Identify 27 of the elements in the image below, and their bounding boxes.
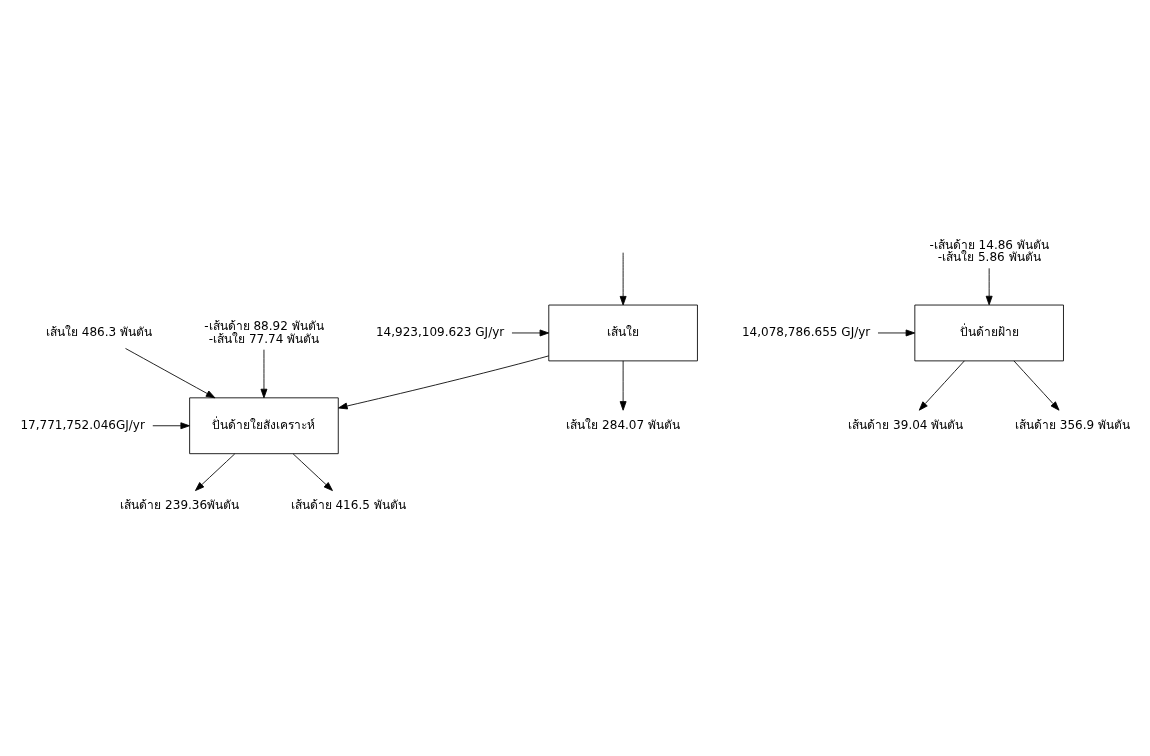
- arrow: [619, 251, 627, 305]
- arrow: [511, 329, 550, 336]
- arrow: [260, 348, 268, 398]
- node-text: เส้นด้าย 356.9 พันตัน: [1014, 417, 1131, 432]
- node-box: เส้นใย: [548, 304, 698, 361]
- node-text: เส้นด้าย 39.04 พันตัน: [848, 417, 964, 432]
- node-text: 14,923,109.623 GJ/yr: [375, 324, 505, 339]
- node-text: เส้นใย 284.07 พันตัน: [566, 417, 680, 432]
- arrow: [338, 354, 550, 409]
- node-text: 14,078,786.655 GJ/yr: [741, 324, 871, 339]
- arrow: [125, 347, 216, 398]
- node-box: ปั่นด้ายใยสังเคราะห์: [189, 396, 339, 454]
- arrow: [1013, 359, 1060, 411]
- node-text: 17,771,752.046GJ/yr: [20, 417, 145, 432]
- arrow: [985, 267, 993, 305]
- arrow: [619, 359, 627, 411]
- arrow: [877, 329, 916, 336]
- node-text: เส้นใย 486.3 พันตัน: [45, 324, 153, 339]
- node-text: -เส้นด้าย 88.92 พันตัน -เส้นใย 77.74 พันตัน: [204, 318, 324, 346]
- node-box: ปั่นด้ายฝ้าย: [914, 304, 1064, 361]
- arrow: [918, 359, 965, 411]
- node-text: เส้นด้าย 239.36พันตัน: [120, 497, 240, 512]
- node-text: เส้นด้าย 416.5 พันตัน: [290, 497, 406, 512]
- arrow: [195, 452, 236, 491]
- arrow: [152, 421, 190, 429]
- node-text: -เส้นด้าย 14.86 พันตัน -เส้นใย 5.86 พันตัน: [929, 237, 1049, 264]
- arrow: [292, 452, 333, 491]
